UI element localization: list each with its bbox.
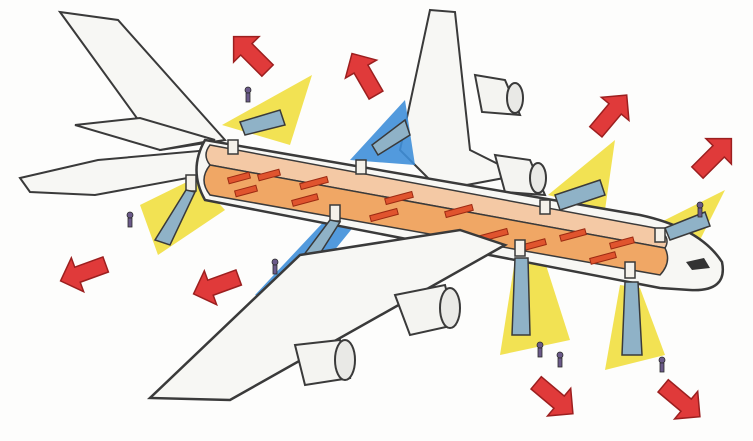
slide-zone-aft-upper [222, 75, 312, 145]
arrow-down-right-2 [652, 372, 712, 430]
near-engine-1 [395, 285, 460, 335]
far-engine-1 [475, 75, 523, 115]
arrow-up-right-2 [685, 126, 744, 185]
near-engine-2 [295, 340, 355, 385]
arrow-down-right-1 [525, 369, 585, 427]
arrow-down-left-1 [54, 248, 111, 298]
arrow-down-left-2 [187, 261, 244, 311]
far-engine-2 [495, 155, 546, 195]
slide-zone-fwd-lower-1 [500, 260, 570, 355]
arrow-up-left-2 [336, 44, 391, 104]
arrow-up-right-1 [582, 84, 640, 144]
arrow-up-left-1 [221, 24, 280, 83]
